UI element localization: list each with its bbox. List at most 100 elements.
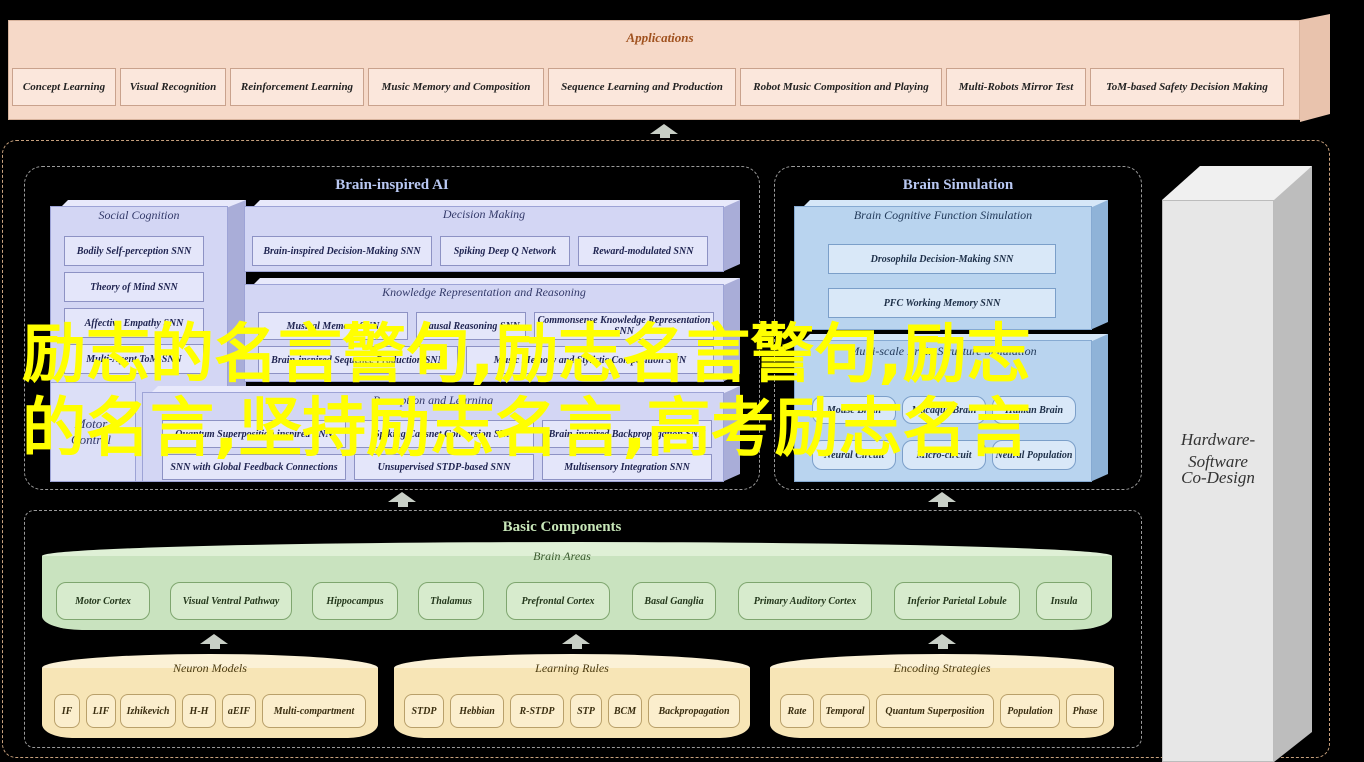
encoding-item: Population (1000, 694, 1060, 728)
func-sim-top (802, 200, 1108, 208)
knowledge-item: Commonsense Knowledge Representation SNN (534, 312, 714, 340)
func-sim-side (1090, 200, 1108, 330)
decision-top (252, 200, 740, 208)
perception-item: Quantum Superposition inspired SNN (162, 420, 346, 448)
app-item: Music Memory and Composition (368, 68, 544, 106)
social-top (60, 200, 246, 208)
multiscale-item: Macaque Brain (902, 396, 986, 424)
decision-making-title: Decision Making (442, 206, 526, 221)
encoding-strategies-title: Encoding Strategies (893, 660, 991, 675)
learning-rule-item: BCM (608, 694, 642, 728)
arrow-up-icon (200, 634, 230, 650)
func-sim-item: PFC Working Memory SNN (828, 288, 1056, 318)
perception-item: SNN with Global Feedback Connections (162, 454, 346, 480)
brain-area-item: Inferior Parietal Lobule (894, 582, 1020, 620)
brain-area-item: Insula (1036, 582, 1092, 620)
encoding-item: Phase (1066, 694, 1104, 728)
neuron-models-title: Neuron Models (173, 660, 247, 675)
neuron-model-item: aEIF (222, 694, 256, 728)
arrow-up-icon (928, 634, 958, 650)
brain-area-item: Primary Auditory Cortex (738, 582, 872, 620)
func-sim-item: Drosophila Decision-Making SNN (828, 244, 1056, 274)
social-item: Bodily Self-perception SNN (64, 236, 204, 266)
codesign-line2: Software (1188, 452, 1248, 471)
social-cognition-title: Social Cognition (98, 207, 180, 222)
neuron-model-item: Izhikevich (120, 694, 176, 728)
decision-side (722, 200, 740, 272)
app-item: Sequence Learning and Production (548, 68, 736, 106)
learning-rules-title: Learning Rules (535, 660, 609, 675)
social-item: Theory of Mind SNN (64, 272, 204, 302)
app-item: ToM-based Safety Decision Making (1090, 68, 1284, 106)
applications-side (1300, 14, 1330, 122)
brain-ai-panel (24, 166, 760, 490)
app-item: Concept Learning (12, 68, 116, 106)
brain-ai-title: Brain-inspired AI (335, 176, 449, 193)
brain-sim-panel (774, 166, 1142, 490)
motor-control-block (50, 382, 136, 482)
app-item: Multi-Robots Mirror Test (946, 68, 1086, 106)
multiscale-title: Multi-scale Brain Structure Simulation (849, 343, 1037, 358)
basic-components-title: Basic Components (502, 518, 622, 535)
social-item: Affective Empathy SNN (64, 308, 204, 338)
brain-area-item: Basal Ganglia (632, 582, 716, 620)
learning-rule-item: STDP (404, 694, 444, 728)
arrow-up-icon (562, 634, 592, 650)
motor-control-title: Motor Control (71, 416, 111, 447)
learning-rule-item: R-STDP (510, 694, 564, 728)
learning-rule-item: STP (570, 694, 602, 728)
perception-side (722, 386, 740, 482)
brain-area-item: Prefrontal Cortex (506, 582, 610, 620)
multiscale-item: Human Brain (992, 396, 1076, 424)
overlay-text-line1: 励志的名言警句,励志名言警句,励志 (22, 318, 1031, 392)
multiscale-item: Mouse Brain (812, 396, 896, 424)
knowledge-item: Brain-inspired Sequence Production SNN (258, 346, 458, 374)
arrow-up-icon (388, 492, 418, 508)
brain-sim-title: Brain Simulation (902, 176, 1014, 193)
multiscale-item: Micro-circuit (902, 440, 986, 470)
perception-top (150, 386, 740, 394)
neuron-model-item: LIF (86, 694, 116, 728)
func-sim-title: Brain Cognitive Function Simulation (853, 207, 1033, 222)
knowledge-item: Musical Memory SNN (258, 312, 408, 340)
encoding-item: Rate (780, 694, 814, 728)
applications-row: Concept Learning Visual Recognition Rein… (10, 68, 1290, 106)
decision-item: Spiking Deep Q Network (440, 236, 570, 266)
perception-item: Multisensory Integration SNN (542, 454, 712, 480)
brain-area-item: Motor Cortex (56, 582, 150, 620)
codesign-block (1162, 200, 1274, 762)
knowledge-side (722, 278, 740, 382)
knowledge-item: Music Memory and Stylistic Composition S… (466, 346, 714, 374)
multiscale-item: Neural Population (992, 440, 1076, 470)
arrow-up-icon (650, 124, 680, 138)
neuron-model-item: Multi-compartment (262, 694, 366, 728)
brain-area-item: Hippocampus (312, 582, 398, 620)
perception-title: Perception and Learning (372, 392, 494, 407)
app-item: Robot Music Composition and Playing (740, 68, 942, 106)
codesign-line1: Hardware- (1180, 430, 1256, 449)
neuron-model-item: IF (54, 694, 80, 728)
perception-item: Spiking Capsnet Conversion SNN (354, 420, 534, 448)
encoding-item: Temporal (820, 694, 870, 728)
multiscale-item: Neural Circuit (812, 440, 896, 470)
knowledge-title: Knowledge Representation and Reasoning (382, 284, 586, 299)
basic-components-panel (24, 510, 1142, 748)
neuron-model-item: H-H (182, 694, 216, 728)
learning-rule-item: Hebbian (450, 694, 504, 728)
app-item: Visual Recognition (120, 68, 226, 106)
encoding-item: Quantum Superposition (876, 694, 994, 728)
social-item: Multi-Agent ToM-SNN (64, 344, 204, 374)
codesign-side (1274, 166, 1312, 762)
arrow-up-icon (928, 492, 958, 508)
overlay-text-line2: 的名言,坚持励志名言,高考励志名言 (22, 392, 1031, 466)
codesign-line3: Co-Design (1181, 468, 1255, 487)
perception-item: Unsupervised STDP-based SNN (354, 454, 534, 480)
applications-title: Applications (626, 30, 694, 45)
brain-areas-title: Brain Areas (533, 548, 591, 563)
multiscale-top (802, 334, 1108, 342)
multiscale-side (1090, 334, 1108, 482)
decision-item: Brain-inspired Decision-Making SNN (252, 236, 432, 266)
decision-item: Reward-modulated SNN (578, 236, 708, 266)
perception-item: Brain-inspired Backpropagation SNN (542, 420, 712, 448)
brain-area-item: Visual Ventral Pathway (170, 582, 292, 620)
